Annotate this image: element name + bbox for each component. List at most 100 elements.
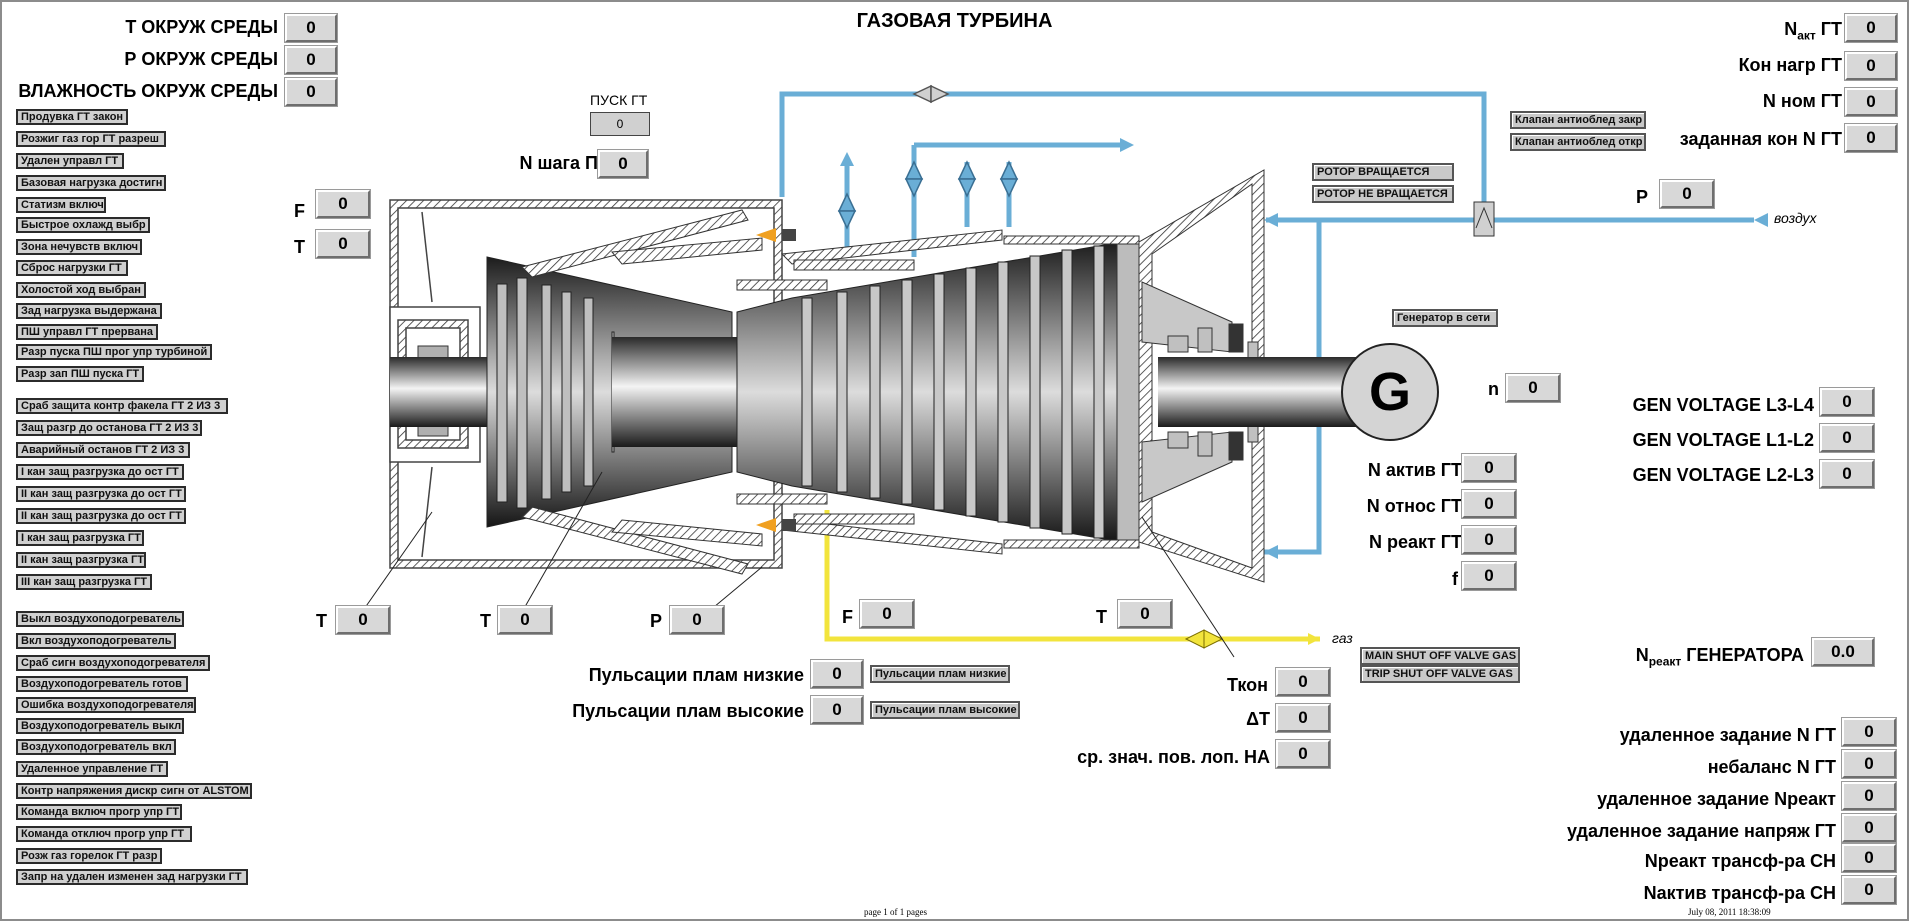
status-indicator[interactable]: Удален управл ГТ: [16, 153, 124, 169]
status-indicator[interactable]: Разр зап ПШ пуска ГТ: [16, 366, 144, 382]
left-f-value: 0: [316, 190, 370, 218]
nominal-power-value: 0: [1845, 88, 1897, 116]
gen-voltage-l1-l2-label: GEN VOLTAGE L1-L2: [1632, 430, 1814, 450]
reactive-generator-value: 0.0: [1812, 638, 1874, 666]
rotor-rotating-indicator[interactable]: РОТОР ВРАЩАЕТСЯ: [1312, 163, 1454, 181]
heater-indicator[interactable]: Воздухоподогреватель готов: [16, 676, 188, 692]
protection-indicator[interactable]: II кан защ разгрузка ГТ: [16, 552, 146, 568]
pulsation-high-label: Пульсации плам высокие: [572, 701, 804, 721]
delta-t-value: 0: [1276, 704, 1330, 732]
left-t-label: T: [294, 237, 305, 257]
heater-indicator[interactable]: Команда включ прогр упр ГТ: [16, 804, 182, 820]
generator-online-indicator[interactable]: Генератор в сети: [1392, 309, 1498, 327]
status-indicator[interactable]: Разр пуска ПШ прог упр турбиной: [16, 344, 212, 360]
bottom-t3-label: T: [1096, 607, 1107, 627]
bottom-t2-label: T: [480, 611, 491, 631]
bottom-t2-value: 0: [498, 606, 552, 634]
protection-indicator[interactable]: Сраб защита контр факела ГТ 2 ИЗ 3: [16, 398, 228, 414]
inlet-guide-vane-label: ср. знач. пов. лоп. НА: [1077, 747, 1270, 767]
setpoint-power-value: 0: [1845, 124, 1897, 152]
heater-indicator[interactable]: Запр на удален изменен зад нагрузки ГТ: [16, 869, 248, 885]
power-imbalance-label: небаланс N ГТ: [1707, 757, 1836, 777]
ambient-pressure-label: Р ОКРУЖ СРЕДЫ: [124, 49, 278, 69]
aux-transformer-active-label: Nактив трансф-ра СН: [1643, 883, 1836, 903]
status-indicator[interactable]: Холостой ход выбран: [16, 282, 146, 298]
frequency-value: 0: [1462, 562, 1516, 590]
heater-indicator[interactable]: Розж газ горелок ГТ разр: [16, 848, 162, 864]
protection-indicator[interactable]: II кан защ разгрузка до ост ГТ: [16, 508, 186, 524]
reactive-power-gt-value: 0: [1462, 526, 1516, 554]
protection-indicator[interactable]: I кан защ разгрузка ГТ: [16, 530, 144, 546]
remote-power-setpoint-value: 0: [1842, 718, 1896, 746]
rotor-not-rotating-indicator[interactable]: РОТОР НЕ ВРАЩАЕТСЯ: [1312, 185, 1454, 203]
pulsation-high-indicator[interactable]: Пульсации плам высокие: [870, 701, 1020, 719]
ambient-temp-label: Т ОКРУЖ СРЕДЫ: [125, 17, 278, 37]
remote-reactive-setpoint-value: 0: [1842, 782, 1896, 810]
reactive-generator-label: Nреакт ГЕНЕРАТОРА: [1635, 645, 1804, 669]
ambient-pressure-value: 0: [285, 46, 337, 74]
gen-voltage-l2-l3-value: 0: [1820, 460, 1874, 488]
left-f-label: F: [294, 201, 305, 221]
start-button[interactable]: 0: [590, 112, 650, 136]
antibleed-open-indicator[interactable]: Клапан антиоблед откр: [1510, 133, 1646, 151]
heater-indicator[interactable]: Выкл воздухоподогреватель: [16, 611, 184, 627]
status-indicator[interactable]: Зад нагрузка выдержана: [16, 303, 162, 319]
pulsation-low-label: Пульсации плам низкие: [588, 665, 804, 685]
antibleed-closed-indicator[interactable]: Клапан антиоблед закр: [1510, 111, 1646, 129]
remote-voltage-setpoint-value: 0: [1842, 814, 1896, 842]
tkon-value: 0: [1276, 668, 1330, 696]
frequency-label: f: [1452, 569, 1458, 589]
status-indicator[interactable]: Продувка ГТ закон: [16, 109, 128, 125]
protection-indicator[interactable]: III кан защ разгрузка ГТ: [16, 574, 152, 590]
ambient-temp-value: 0: [285, 14, 337, 42]
bottom-p-value: 0: [670, 606, 724, 634]
status-indicator[interactable]: Быстрое охлажд выбр: [16, 217, 150, 233]
status-indicator[interactable]: Сброс нагрузки ГТ: [16, 260, 128, 276]
remote-voltage-setpoint-label: удаленное задание напряж ГТ: [1566, 821, 1836, 841]
speed-value: 0: [1506, 374, 1560, 402]
ambient-humidity-label: ВЛАЖНОСТЬ ОКРУЖ СРЕДЫ: [18, 81, 278, 101]
heater-indicator[interactable]: Удаленное управление ГТ: [16, 761, 168, 777]
heater-indicator[interactable]: Вкл воздухоподогреватель: [16, 633, 176, 649]
nominal-power-label: N ном ГТ: [1762, 91, 1842, 111]
relative-power-value: 0: [1462, 490, 1516, 518]
gen-voltage-l2-l3-label: GEN VOLTAGE L2-L3: [1632, 465, 1814, 485]
status-indicator[interactable]: Розжиг газ гор ГТ разреш: [16, 131, 166, 147]
heater-indicator[interactable]: Ошибка воздухоподогревателя: [16, 697, 196, 713]
active-power-gt-value: 0: [1462, 454, 1516, 482]
protection-indicator[interactable]: Аварийный останов ГТ 2 ИЗ 3: [16, 442, 190, 458]
status-indicator[interactable]: Статизм включ: [16, 197, 106, 213]
speed-label: n: [1488, 379, 1499, 399]
bottom-f-label: F: [842, 607, 853, 627]
setpoint-power-label: заданная кон N ГТ: [1679, 129, 1842, 149]
pulsation-low-indicator[interactable]: Пульсации плам низкие: [870, 665, 1010, 683]
pulsation-low-value: 0: [811, 660, 863, 688]
air-label: воздух: [1774, 210, 1817, 226]
protection-indicator[interactable]: II кан защ разгрузка до ост ГТ: [16, 486, 186, 502]
aux-transformer-reactive-value: 0: [1842, 844, 1896, 872]
status-indicator[interactable]: ПШ управл ГТ прервана: [16, 324, 158, 340]
status-indicator[interactable]: Зона нечувств включ: [16, 239, 142, 255]
heater-indicator[interactable]: Воздухоподогреватель выкл: [16, 718, 184, 734]
reactive-power-gt-label: N реакт ГТ: [1368, 532, 1462, 552]
bottom-p-label: P: [650, 611, 663, 631]
main-shutoff-valve-gas-indicator[interactable]: MAIN SHUT OFF VALVE GAS: [1360, 647, 1520, 665]
status-indicator[interactable]: Базовая нагрузка достигн: [16, 175, 166, 191]
heater-indicator[interactable]: Воздухоподогреватель вкл: [16, 739, 176, 755]
heater-indicator[interactable]: Сраб сигн воздухоподогревателя: [16, 655, 210, 671]
heater-indicator[interactable]: Команда отключ прогр упр ГТ: [16, 826, 192, 842]
protection-indicator[interactable]: I кан защ разгрузка до ост ГТ: [16, 464, 184, 480]
bottom-t1-value: 0: [336, 606, 390, 634]
compressor-step-label: N шага ПШ: [519, 153, 616, 173]
gen-voltage-l1-l2-value: 0: [1820, 424, 1874, 452]
heater-indicator[interactable]: Контр напряжения дискр сигн от ALSTOM: [16, 783, 252, 799]
remote-reactive-setpoint-label: удаленное задание Nреакт: [1597, 789, 1836, 809]
generator-symbol: G: [1368, 362, 1411, 422]
start-label: ПУСК ГТ: [590, 92, 648, 108]
bottom-f-value: 0: [860, 600, 914, 628]
protection-indicator[interactable]: Защ разгр до останова ГТ 2 ИЗ 3: [16, 420, 202, 436]
bottom-t1-label: T: [316, 611, 327, 631]
trip-shutoff-valve-gas-indicator[interactable]: TRIP SHUT OFF VALVE GAS: [1360, 665, 1520, 683]
active-power-label: Nакт ГТ: [1784, 19, 1842, 43]
active-power-value: 0: [1845, 14, 1897, 42]
